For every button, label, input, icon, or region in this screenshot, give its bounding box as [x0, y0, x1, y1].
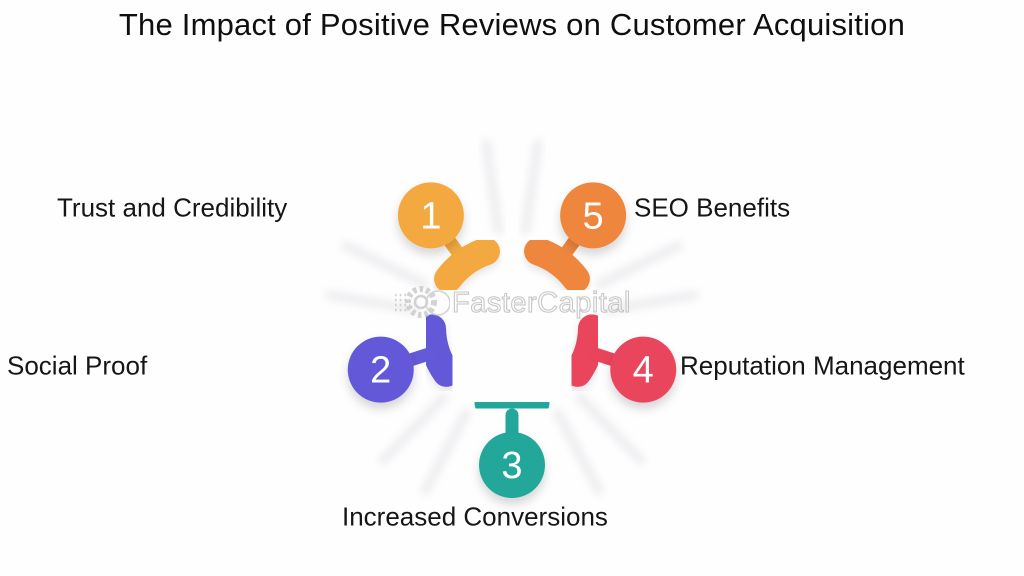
segment-2: 2	[347, 314, 461, 403]
watermark-text: FasterCapital	[451, 286, 631, 319]
segment-arc	[474, 389, 550, 421]
segment-node	[560, 182, 627, 249]
shadow-rays	[324, 138, 700, 496]
segment-1: 1	[397, 182, 500, 293]
segment-number: 2	[370, 350, 391, 392]
segment-arc	[524, 237, 590, 293]
segment-number: 1	[420, 195, 441, 237]
gear-icon	[395, 286, 450, 318]
segment-node	[347, 336, 414, 403]
segment-arc	[563, 314, 606, 387]
segment-4: 4	[563, 314, 677, 403]
segment-arc	[418, 314, 461, 387]
segment-node	[397, 182, 464, 249]
segment-node	[610, 336, 677, 403]
segment-number: 3	[501, 445, 522, 487]
watermark: FasterCapital	[394, 280, 631, 326]
segment-number: 4	[633, 350, 654, 392]
segment-3: 3	[474, 389, 550, 498]
page-title: The Impact of Positive Reviews on Custom…	[118, 7, 906, 42]
segment-5: 5	[524, 182, 627, 293]
segment-number: 5	[583, 195, 604, 237]
segment-arc	[434, 237, 500, 293]
segment-node	[479, 432, 545, 498]
